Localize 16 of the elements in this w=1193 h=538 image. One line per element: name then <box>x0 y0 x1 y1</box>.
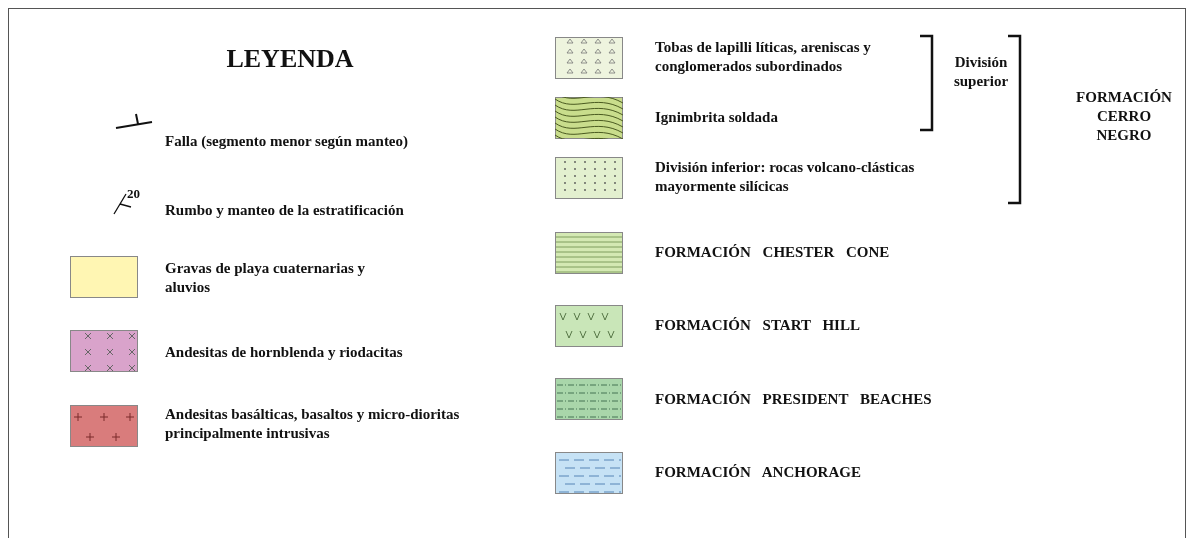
legend-label: Gravas de playa cuaternarias y aluvios <box>165 259 365 297</box>
legend-label: Ignimbrita soldada <box>655 108 779 127</box>
legend-label: Rumbo y manteo de la estratificación <box>165 201 405 220</box>
legend-label: Andesitas basálticas, basaltos y micro-dioritas principalmente intrusivas <box>165 405 461 443</box>
dip-value: 20 <box>127 186 141 201</box>
legend-title: LEYENDA <box>225 44 355 74</box>
formation-label: FORMACIÓN CERRO NEGRO <box>1075 88 1173 145</box>
legend-label: División inferior: rocas volcano-clásticas mayormente silícicas <box>655 158 916 196</box>
division-label: División superior <box>952 53 1010 91</box>
legend-label: FORMACIÓN START HILL <box>655 316 861 335</box>
legend-label: FORMACIÓN ANCHORAGE <box>655 463 862 482</box>
legend-label: FORMACIÓN PRESIDENT BEACHES <box>655 390 933 409</box>
legend-label: Tobas de lapilli líticas, areniscas y conglomerados subordinados <box>655 38 872 76</box>
legend-label: FORMACIÓN CHESTER CONE <box>655 243 891 262</box>
legend-label: Andesitas de hornblenda y riodacitas <box>165 343 404 362</box>
legend-label: Falla (segmento menor según manteo) <box>165 132 410 151</box>
